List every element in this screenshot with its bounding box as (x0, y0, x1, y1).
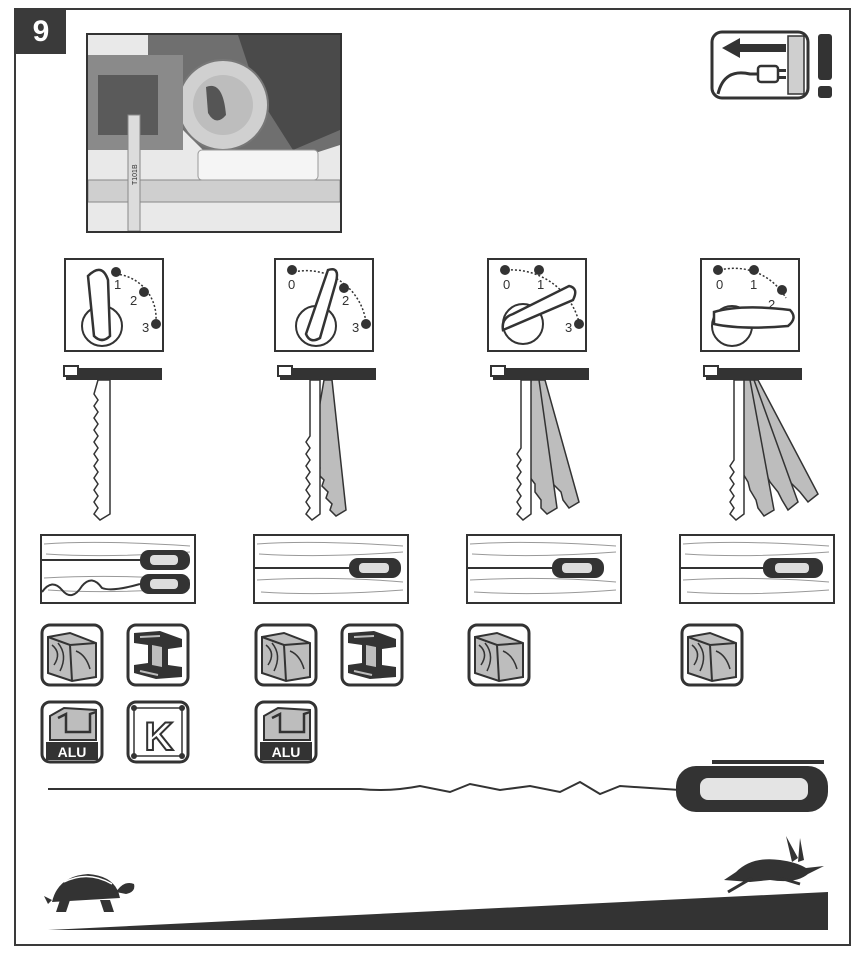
cut-line (48, 782, 680, 794)
hare-icon (724, 836, 824, 892)
tortoise-icon (44, 874, 134, 912)
speed-wedge (48, 892, 828, 930)
jigsaw-shoe-icon (676, 760, 828, 812)
